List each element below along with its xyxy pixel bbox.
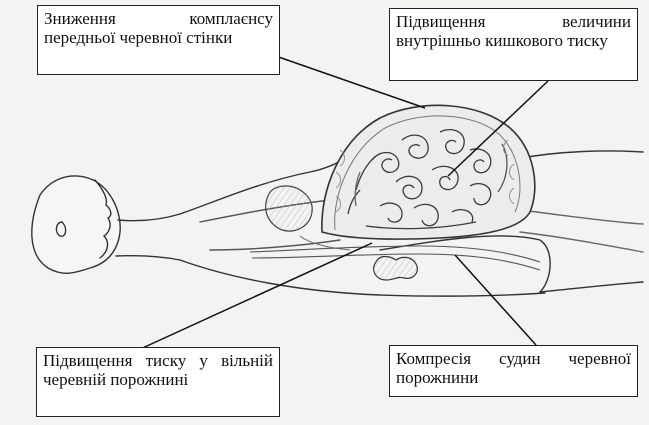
label-intraluminal-pressure: Підвищення величини внутрішньо кишкового… [389, 8, 638, 81]
label-abdominal-wall-compliance: Зниження комплаєнсу передньої черевної с… [37, 5, 280, 75]
leader-line-bottom-right [455, 255, 536, 345]
label-vessel-compression: Компресія судин черевної порожнини [389, 345, 638, 397]
label-intraabdominal-pressure: Підвищення тиску у вільній черевній поро… [36, 347, 280, 417]
leader-line-bottom-left [136, 243, 372, 351]
lung-shape [266, 186, 313, 231]
abdominal-wall [322, 105, 535, 239]
small-organ [374, 257, 418, 281]
